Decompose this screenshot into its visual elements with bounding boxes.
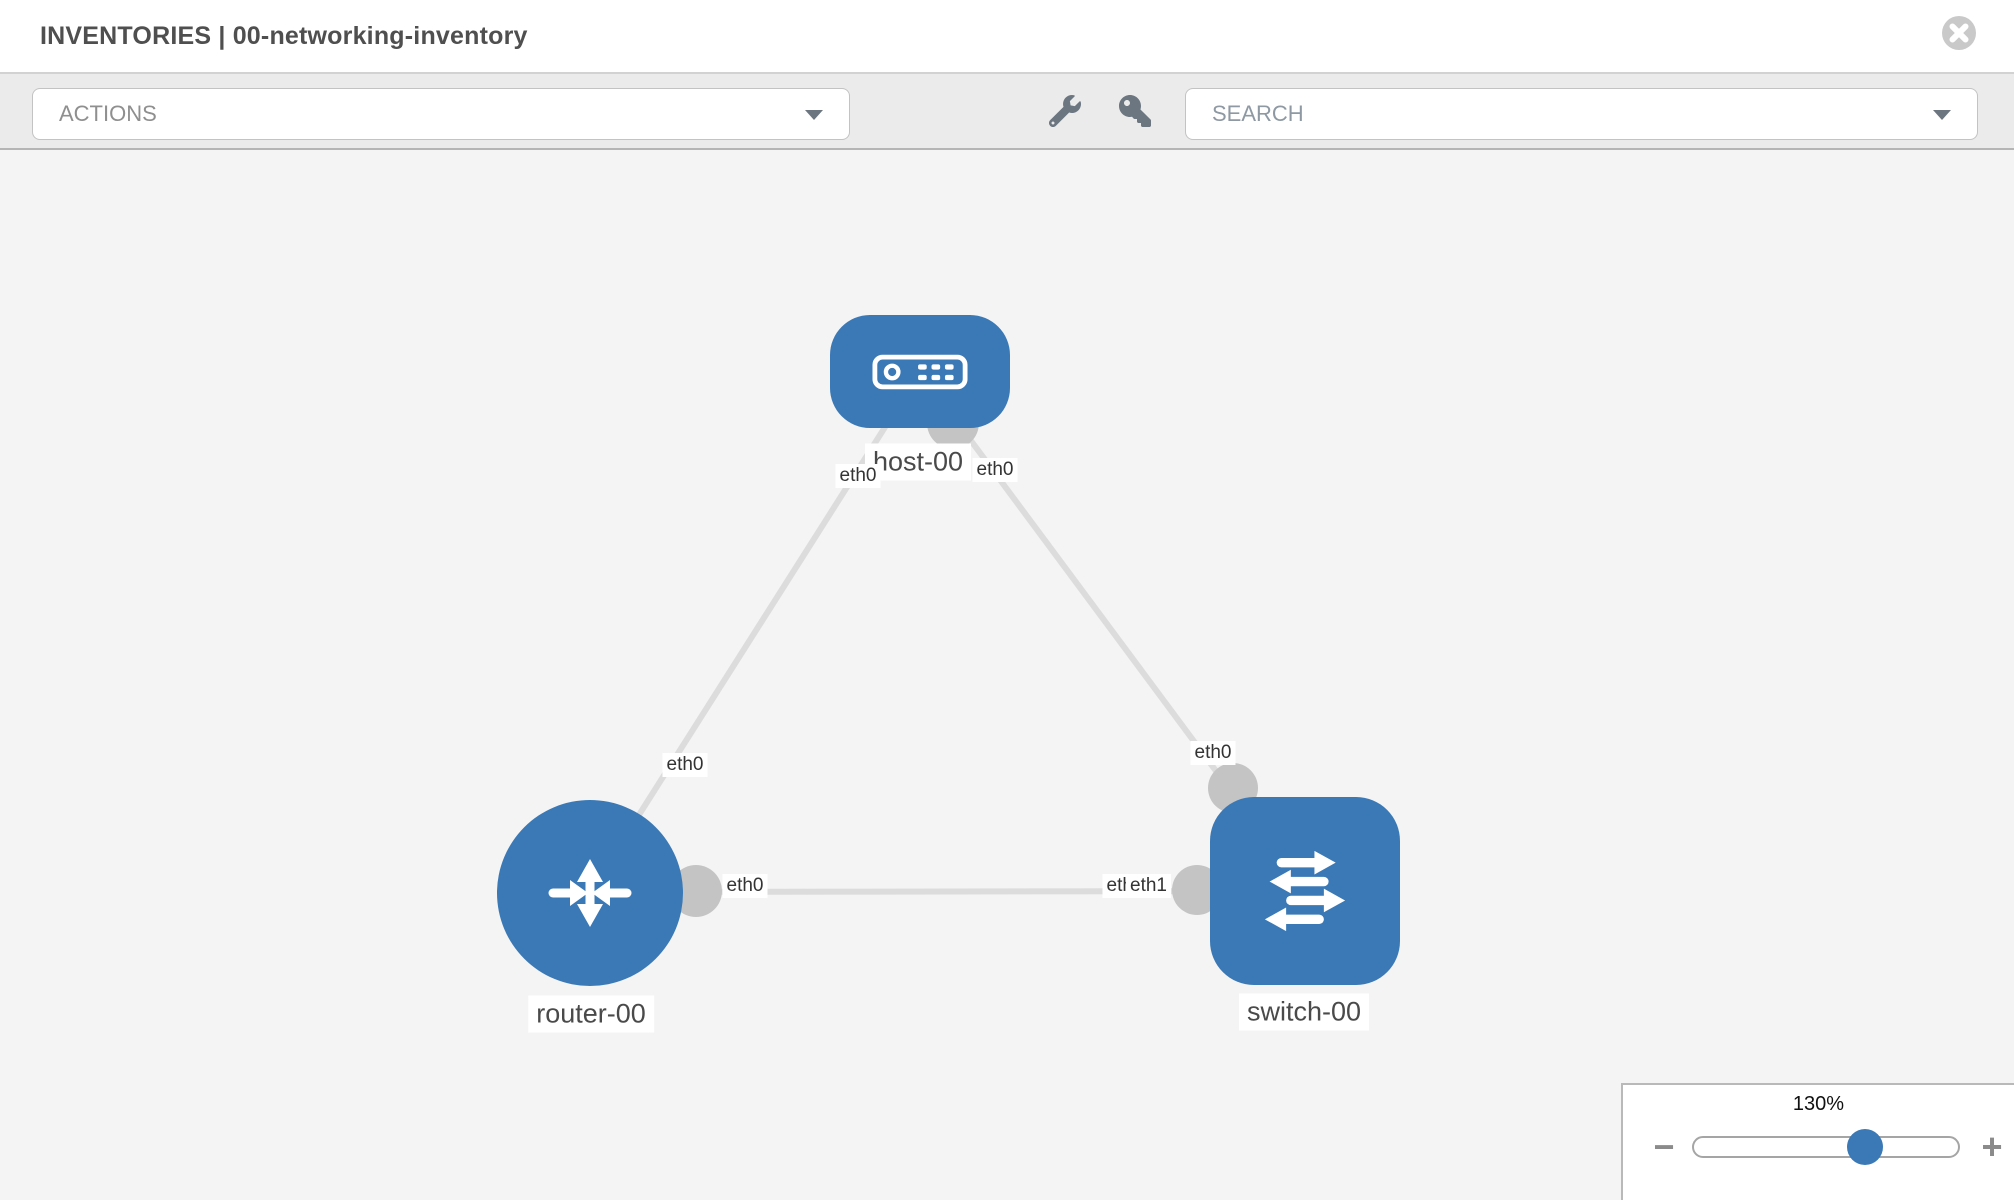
interface-label: eth0 [722,874,768,898]
toolbar: ACTIONS SEARCH [0,74,2014,150]
zoom-panel: 130% − + [1621,1083,2014,1200]
node-label-router: router-00 [528,995,654,1033]
interface-label: eth0 [835,464,881,488]
interface-dot-router[interactable] [670,865,722,917]
zoom-in-button[interactable]: + [1970,1125,2014,1169]
topology-links-layer [587,370,1308,917]
wrench-icon [1048,95,1081,128]
close-icon [1942,16,1976,50]
page-header: INVENTORIES | 00-networking-inventory [0,0,2014,74]
configure-tools-button[interactable] [1048,95,1082,129]
actions-dropdown-label: ACTIONS [59,101,157,126]
interface-label: eth1 [1126,874,1171,898]
page-title: INVENTORIES | 00-networking-inventory [40,22,528,50]
interface-label: eth0 [1190,741,1236,765]
topology-canvas[interactable]: host-00 router-00 switch-00 eth0 eth0 et… [0,150,2014,1200]
node-label-host: host-00 [864,443,972,481]
credentials-button[interactable] [1118,95,1152,129]
router-icon [548,859,632,927]
close-button[interactable] [1941,15,1977,51]
chevron-down-icon [805,110,823,120]
interface-label: eth0 [972,458,1018,482]
interface-dot-switch-left[interactable] [1172,865,1222,915]
chevron-down-icon [1933,110,1951,120]
zoom-slider-knob[interactable] [1847,1129,1883,1165]
key-icon [1119,95,1151,127]
node-host-00[interactable] [830,315,1010,428]
search-dropdown[interactable]: SEARCH [1185,88,1978,140]
interface-label: eth0 [662,753,708,777]
search-placeholder: SEARCH [1212,101,1304,126]
zoom-level-value: 130% [1792,1093,1845,1115]
zoom-slider[interactable] [1692,1136,1960,1158]
node-router-00[interactable] [497,800,683,986]
actions-dropdown[interactable]: ACTIONS [32,88,850,140]
switch-icon [1264,850,1346,932]
zoom-out-button[interactable]: − [1642,1125,1686,1169]
host-icon [872,354,968,389]
node-switch-00[interactable] [1210,797,1400,985]
node-label-switch: switch-00 [1238,993,1370,1031]
